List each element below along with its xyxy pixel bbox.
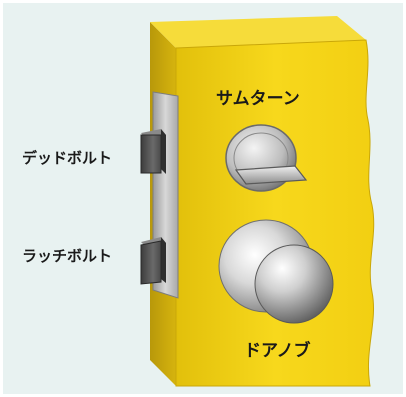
dead-bolt — [140, 129, 166, 174]
door-top-face — [150, 16, 366, 48]
label-door-knob: ドアノブ — [244, 340, 310, 361]
door-knob-handle — [254, 244, 334, 324]
label-dead-bolt: デッドボルト — [22, 149, 112, 167]
door-slab — [150, 16, 375, 387]
label-latch-bolt: ラッチボルト — [22, 247, 112, 265]
door-knob — [218, 219, 334, 324]
thumb-turn-lever — [234, 165, 308, 185]
latch-bolt — [140, 237, 166, 285]
thumb-turn — [225, 124, 308, 192]
label-thumb-turn: サムターン — [216, 89, 300, 109]
